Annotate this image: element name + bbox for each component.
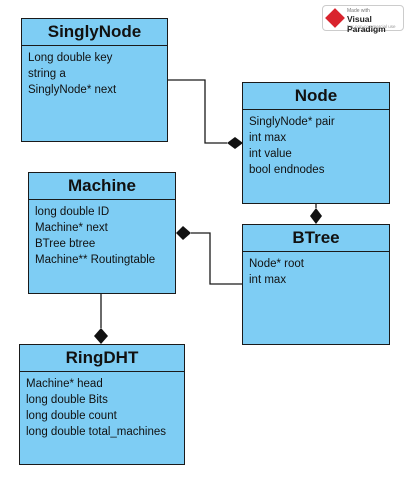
class-node-name: Node (243, 83, 389, 110)
diamond-btree-composition (310, 208, 322, 224)
diamond-node-composition (227, 137, 243, 149)
link-btree-machine (191, 232, 242, 285)
attribute: Machine** Routingtable (35, 254, 156, 266)
watermark-usage: For non-commercial use (347, 24, 396, 29)
visual-paradigm-watermark: Made with Visual Paradigm For non-commer… (322, 5, 404, 34)
watermark-brand: Visual Paradigm (347, 14, 386, 34)
attribute: bool endnodes (249, 164, 325, 176)
diamond-machine-composition (176, 226, 191, 240)
attribute: SinglyNode* next (28, 84, 117, 96)
attribute: SinglyNode* pair (249, 116, 335, 128)
attribute: string a (28, 68, 66, 80)
class-machine-name: Machine (29, 173, 175, 200)
attribute: BTree btree (35, 238, 96, 250)
attribute: int max (249, 274, 287, 286)
class-singlynode-name: SinglyNode (22, 19, 167, 46)
diamond-ringdht-composition (94, 328, 108, 344)
attribute: long double count (26, 410, 117, 422)
attribute: long double total_machines (26, 426, 167, 438)
class-ringdht[interactable]: RingDHT Machine* head long double Bits l… (19, 344, 185, 465)
attribute: long double Bits (26, 394, 108, 406)
attribute: long double ID (35, 206, 110, 218)
attribute: Long double key (28, 52, 113, 64)
class-btree-name: BTree (243, 225, 389, 252)
attribute: Machine* head (26, 378, 103, 390)
attribute: Machine* next (35, 222, 108, 234)
attribute: Node* root (249, 258, 304, 270)
attribute: int value (249, 148, 292, 160)
attribute: int max (249, 132, 287, 144)
class-singlynode-attributes: Long double key string a SinglyNode* nex… (22, 46, 167, 102)
class-node-attributes: SinglyNode* pair int max int value bool … (243, 110, 389, 182)
class-machine-attributes: long double ID Machine* next BTree btree… (29, 200, 175, 272)
class-ringdht-name: RingDHT (20, 345, 184, 372)
class-machine[interactable]: Machine long double ID Machine* next BTr… (28, 172, 176, 294)
watermark-made-with: Made with (347, 8, 370, 14)
link-singlynode-node (167, 79, 227, 144)
class-btree-attributes: Node* root int max (243, 252, 389, 292)
class-ringdht-attributes: Machine* head long double Bits long doub… (20, 372, 184, 444)
class-btree[interactable]: BTree Node* root int max (242, 224, 390, 345)
class-node[interactable]: Node SinglyNode* pair int max int value … (242, 82, 390, 204)
class-singlynode[interactable]: SinglyNode Long double key string a Sing… (21, 18, 168, 142)
